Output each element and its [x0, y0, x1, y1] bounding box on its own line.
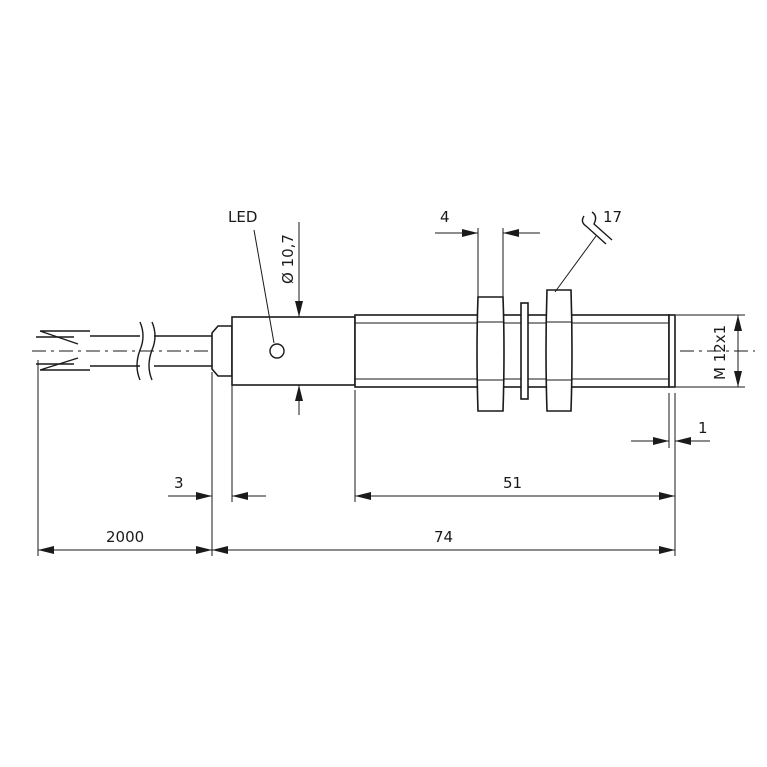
- washer: [520, 302, 529, 400]
- cable-length-dimension: 2000: [38, 528, 212, 554]
- cable-wires: [36, 330, 90, 371]
- collar-label: 3: [174, 474, 184, 492]
- thread-length-dimension: 51: [355, 474, 675, 500]
- led-label: LED: [228, 208, 257, 226]
- front-offset-label: 1: [698, 419, 708, 437]
- total-length-dimension: 74: [212, 528, 675, 554]
- nut-front: [545, 289, 573, 412]
- cable: [90, 321, 212, 381]
- wrench-callout: 17: [554, 208, 622, 293]
- led-indicator: [269, 343, 285, 359]
- total-length-label: 74: [434, 528, 453, 546]
- thread-dimension: M 12x1: [676, 314, 745, 388]
- nut-width-dimension: 4: [435, 208, 540, 297]
- strain-relief: [211, 325, 233, 377]
- cable-length-label: 2000: [106, 528, 144, 546]
- front-face: [668, 314, 676, 388]
- diameter-label: Ø 10,7: [279, 234, 297, 284]
- wrench-icon: [581, 211, 613, 245]
- thread-length-label: 51: [503, 474, 522, 492]
- nut-width-label: 4: [440, 208, 450, 226]
- threaded-barrel: [354, 314, 670, 388]
- wrench-label: 17: [603, 208, 622, 226]
- rear-housing: [231, 316, 356, 386]
- diameter-dimension: Ø 10,7: [279, 222, 303, 415]
- nut-rear: [476, 296, 505, 412]
- front-offset-dimension: 1: [631, 393, 710, 448]
- thread-label: M 12x1: [711, 325, 729, 380]
- collar-dimension: 3: [168, 474, 266, 500]
